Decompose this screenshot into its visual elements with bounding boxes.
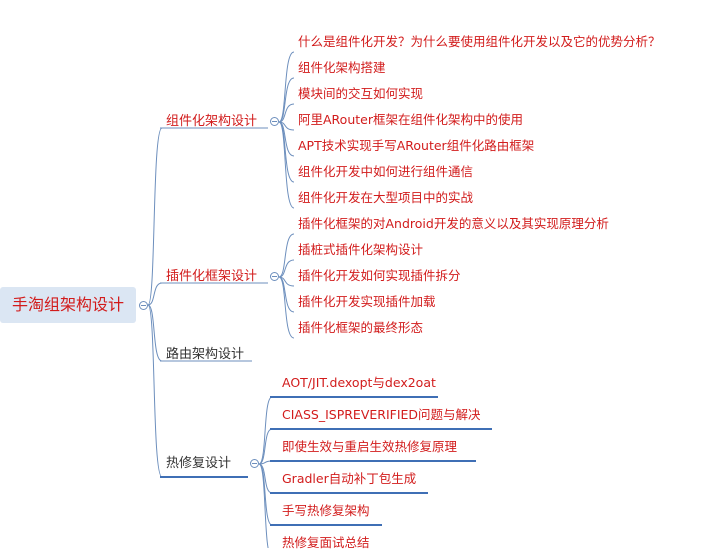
leaf-connector xyxy=(278,103,295,123)
leaf-topic[interactable]: Gradler自动补丁包生成 xyxy=(282,471,417,486)
leaf-connector xyxy=(278,259,295,278)
leaf-topic[interactable]: 什么是组件化开发？为什么要使用组件化开发以及它的优势分析？ xyxy=(298,34,661,49)
collapse-toggle-component[interactable] xyxy=(270,117,279,126)
branch-hotfix-design[interactable]: 热修复设计 xyxy=(166,457,231,470)
branch-component-architecture[interactable]: 组件化架构设计 xyxy=(166,115,257,128)
leaf-connector xyxy=(258,396,273,465)
leaf-connector xyxy=(278,77,295,123)
leaf-label: 组件化开发中如何进行组件通信 xyxy=(298,164,474,179)
leaf-label: 模块间的交互如何实现 xyxy=(298,86,424,101)
collapse-toggle-plugin[interactable] xyxy=(270,272,279,281)
branch-plugin-framework[interactable]: 插件化框架设计 xyxy=(166,270,257,283)
leaf-label: 组件化开发在大型项目中的实战 xyxy=(298,190,474,205)
leaf-topic[interactable]: 手写热修复架构 xyxy=(282,503,370,518)
collapse-toggle-root[interactable] xyxy=(139,301,148,310)
leaf-connector xyxy=(278,51,295,123)
leaf-topic[interactable]: 阿里ARouter框架在组件化架构中的使用 xyxy=(298,112,523,127)
leaf-label: AOT/JIT.dexopt与dex2oat xyxy=(282,375,436,390)
root-branch-connector xyxy=(147,304,163,478)
leaf-topic[interactable]: 插件化开发如何实现插件拆分 xyxy=(298,268,461,283)
leaf-label: 什么是组件化开发？为什么要使用组件化开发以及它的优势分析？ xyxy=(298,34,661,49)
leaf-connector xyxy=(278,121,295,209)
leaf-label: 插件化框架的最终形态 xyxy=(298,320,424,335)
leaf-label: 即使生效与重启生效热修复原理 xyxy=(282,439,458,454)
leaf-topic[interactable]: 插件化框架的对Android开发的意义以及其实现原理分析 xyxy=(298,216,609,231)
leaf-topic[interactable]: CIASS_ISPREVERIFIED问题与解决 xyxy=(282,407,481,422)
branch-label: 热修复设计 xyxy=(166,456,232,471)
leaf-connector xyxy=(258,463,269,548)
branch-label: 插件化框架设计 xyxy=(166,269,258,284)
leaf-topic[interactable]: 插件化开发实现插件加载 xyxy=(298,294,436,309)
leaf-topic[interactable]: 组件化架构搭建 xyxy=(298,60,386,75)
collapse-toggle-hotfix[interactable] xyxy=(250,459,259,468)
leaf-label: 插件化开发实现插件加载 xyxy=(298,294,436,309)
branch-label: 组件化架构设计 xyxy=(166,114,258,129)
leaf-topic[interactable]: 插桩式插件化架构设计 xyxy=(298,242,424,257)
leaf-topic[interactable]: 组件化开发中如何进行组件通信 xyxy=(298,164,474,179)
leaf-label: APT技术实现手写ARouter组件化路由框架 xyxy=(298,138,535,153)
leaf-topic[interactable]: 模块间的交互如何实现 xyxy=(298,86,424,101)
leaf-label: 热修复面试总结 xyxy=(282,535,370,550)
root-topic-label: 手淘组架构设计 xyxy=(11,295,124,314)
leaf-label: 手写热修复架构 xyxy=(282,503,370,518)
leaf-connector xyxy=(278,276,295,313)
leaf-topic[interactable]: 热修复面试总结 xyxy=(282,535,370,550)
leaf-label: Gradler自动补丁包生成 xyxy=(282,471,417,486)
root-topic[interactable]: 手淘组架构设计 xyxy=(0,287,136,323)
leaf-label: 阿里ARouter框架在组件化架构中的使用 xyxy=(298,112,523,127)
branch-routing-architecture[interactable]: 路由架构设计 xyxy=(166,348,244,361)
leaf-connector xyxy=(278,276,295,339)
leaf-label: 插桩式插件化架构设计 xyxy=(298,242,424,257)
leaf-topic[interactable]: 组件化开发在大型项目中的实战 xyxy=(298,190,474,205)
leaf-connector xyxy=(278,233,295,278)
leaf-topic[interactable]: 即使生效与重启生效热修复原理 xyxy=(282,439,458,454)
leaf-label: CIASS_ISPREVERIFIED问题与解决 xyxy=(282,407,481,422)
leaf-connector xyxy=(258,428,273,465)
root-branch-connector xyxy=(147,304,163,362)
branch-label: 路由架构设计 xyxy=(166,347,245,362)
leaf-label: 组件化架构搭建 xyxy=(298,60,386,75)
leaf-connector xyxy=(278,121,295,183)
root-branch-connector xyxy=(147,127,163,306)
leaf-topic[interactable]: APT技术实现手写ARouter组件化路由框架 xyxy=(298,138,535,153)
root-branch-connector xyxy=(147,282,163,306)
leaf-topic[interactable]: AOT/JIT.dexopt与dex2oat xyxy=(282,375,436,390)
leaf-topic[interactable]: 插件化框架的最终形态 xyxy=(298,320,424,335)
leaf-label: 插件化开发如何实现插件拆分 xyxy=(298,268,461,283)
leaf-label: 插件化框架的对Android开发的意义以及其实现原理分析 xyxy=(298,216,609,231)
